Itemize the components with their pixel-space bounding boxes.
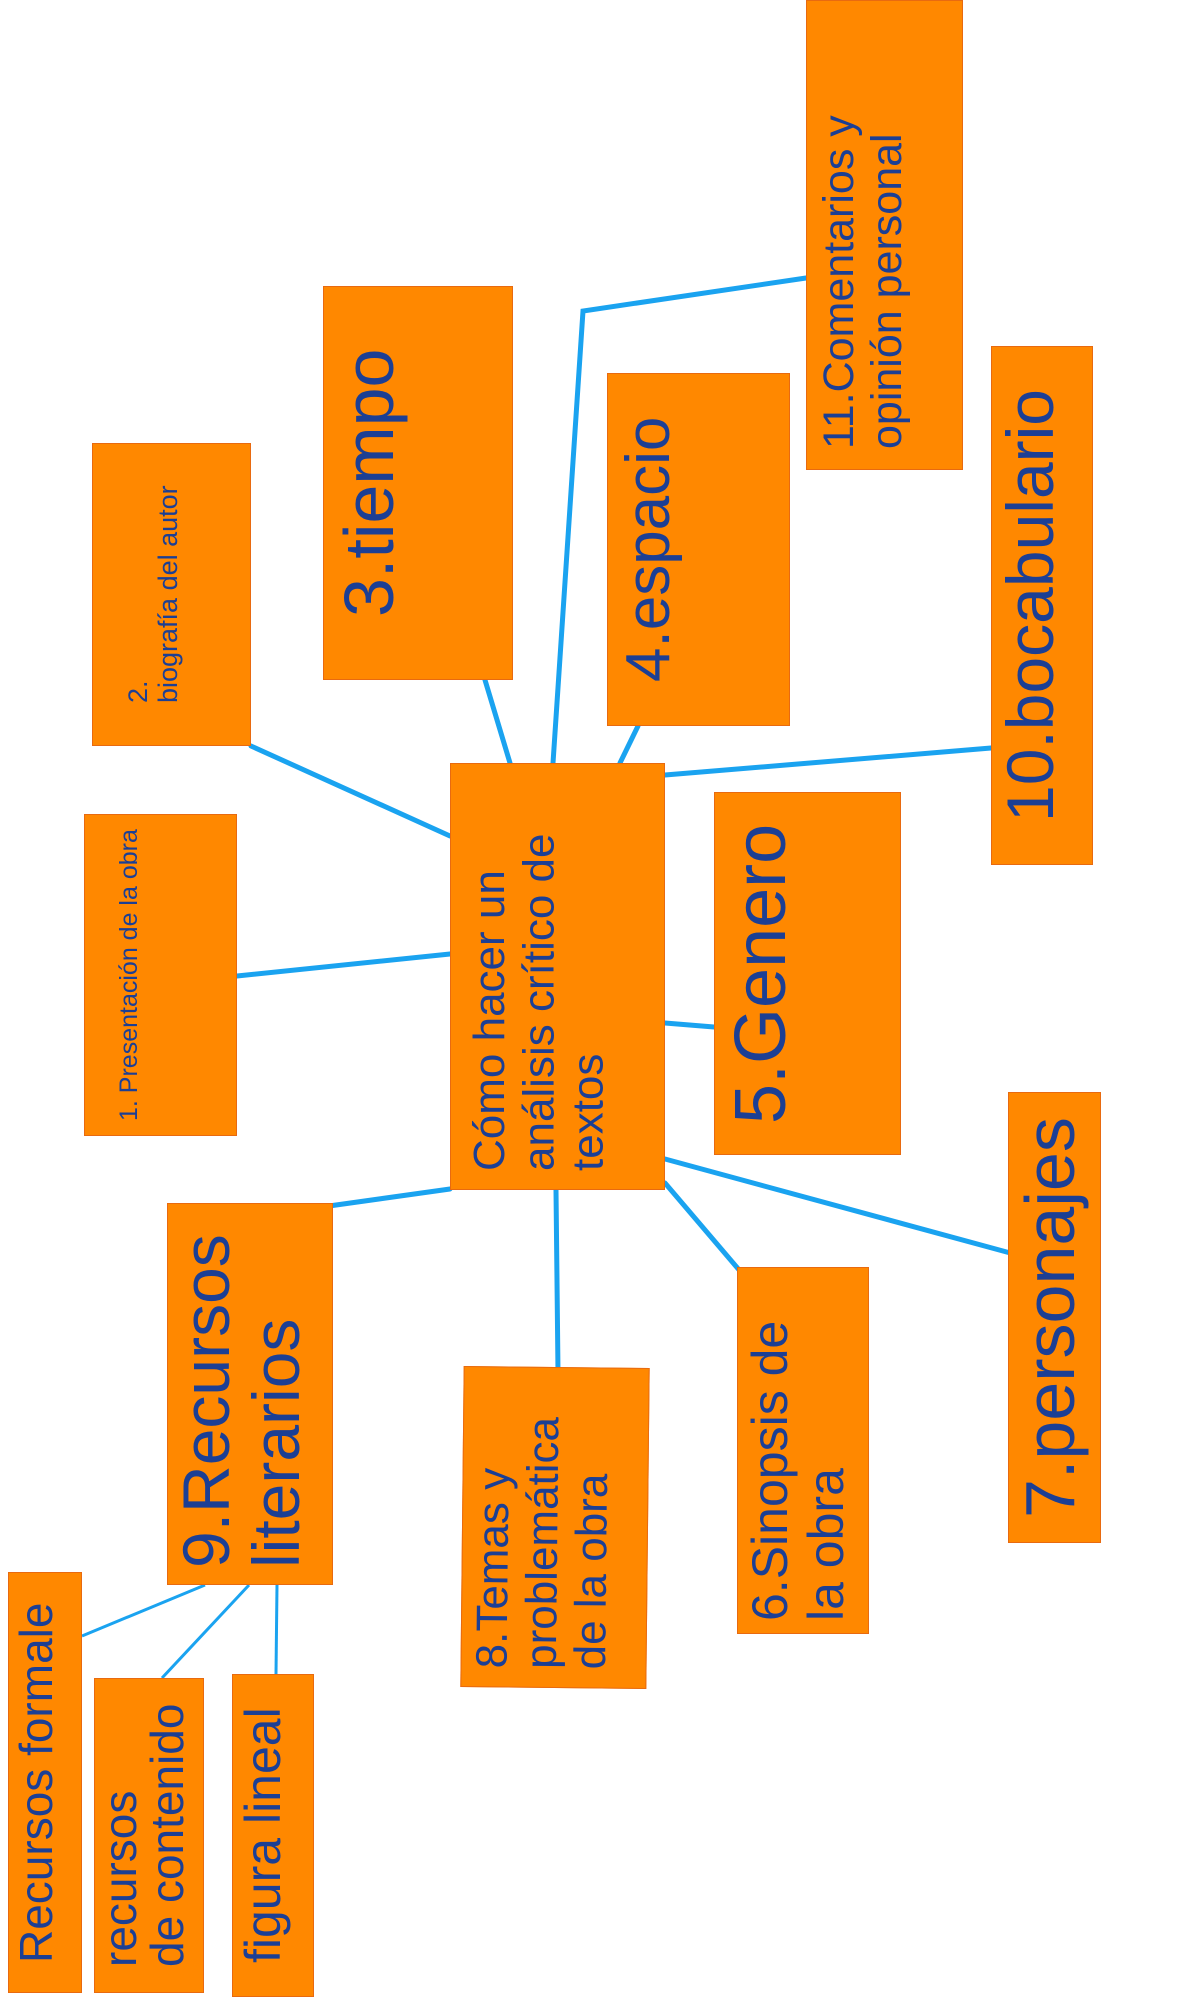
node-11-comentarios[interactable]: 11.Comentarios y opinión personal	[806, 0, 963, 470]
node-8-label: 8.Temas y problemática de la obra	[467, 1416, 618, 1670]
node-9-label: 9.Recursos literarios	[169, 1234, 313, 1568]
link-central-n9	[326, 1186, 453, 1209]
node-2-label: 2. biografía del autor	[123, 485, 184, 704]
node-9-recursos-literarios[interactable]: 9.Recursos literarios	[167, 1203, 333, 1585]
subnode-recursos-formales-label: Recursos formale	[10, 1602, 62, 1963]
central-topic-label: Cómo hacer un análisis crítico de textos	[465, 833, 613, 1171]
node-4-espacio[interactable]: 4.espacio	[607, 373, 790, 726]
node-1-label: 1. Presentación de la obra	[115, 829, 143, 1121]
link-n9-s3	[274, 1584, 279, 1675]
node-10-label: 10.bocabulario	[993, 389, 1067, 822]
link-central-n10	[662, 745, 994, 778]
node-7-label: 7.personajes	[1011, 1117, 1089, 1518]
subnode-figura-lineal[interactable]: figura lineal	[232, 1674, 314, 1997]
node-3-label: 3.tiempo	[330, 348, 408, 618]
link-central-n1	[234, 951, 453, 979]
node-5-genero[interactable]: 5.Genero	[714, 792, 901, 1155]
link-central-n2	[248, 743, 453, 839]
subnode-figura-lineal-label: figura lineal	[235, 1707, 291, 1964]
link-central-n6	[662, 1180, 743, 1274]
link-central-n5	[662, 1020, 717, 1030]
link-n9-s2	[160, 1583, 251, 1680]
node-8-temas[interactable]: 8.Temas y problemática de la obra	[460, 1366, 650, 1689]
node-5-label: 5.Genero	[721, 823, 801, 1124]
node-3-tiempo[interactable]: 3.tiempo	[323, 286, 513, 680]
subnode-recursos-contenido-label: recursos de contenido	[94, 1703, 193, 1968]
link-central-n3	[482, 677, 513, 766]
subnode-recursos-contenido[interactable]: recursos de contenido	[94, 1678, 204, 1993]
node-2-biografia[interactable]: 2. biografía del autor	[92, 443, 251, 746]
node-11-label: 11.Comentarios y opinión personal	[815, 115, 912, 449]
link-central-n8	[553, 1187, 561, 1375]
subnode-recursos-formales[interactable]: Recursos formale	[8, 1572, 82, 1993]
link-n9-s1	[81, 1583, 206, 1638]
node-10-bocabulario[interactable]: 10.bocabulario	[991, 346, 1093, 865]
node-6-label: 6.Sinopsis de la obra	[742, 1320, 854, 1621]
node-7-personajes[interactable]: 7.personajes	[1008, 1092, 1101, 1543]
link-central-n4	[617, 723, 641, 766]
node-6-sinopsis[interactable]: 6.Sinopsis de la obra	[737, 1267, 869, 1634]
node-4-label: 4.espacio	[614, 416, 683, 683]
link-central-n11	[550, 275, 809, 766]
central-topic[interactable]: Cómo hacer un análisis crítico de textos	[450, 763, 665, 1190]
node-1-presentacion[interactable]: 1. Presentación de la obra	[84, 814, 237, 1136]
link-central-n7	[662, 1156, 1017, 1257]
